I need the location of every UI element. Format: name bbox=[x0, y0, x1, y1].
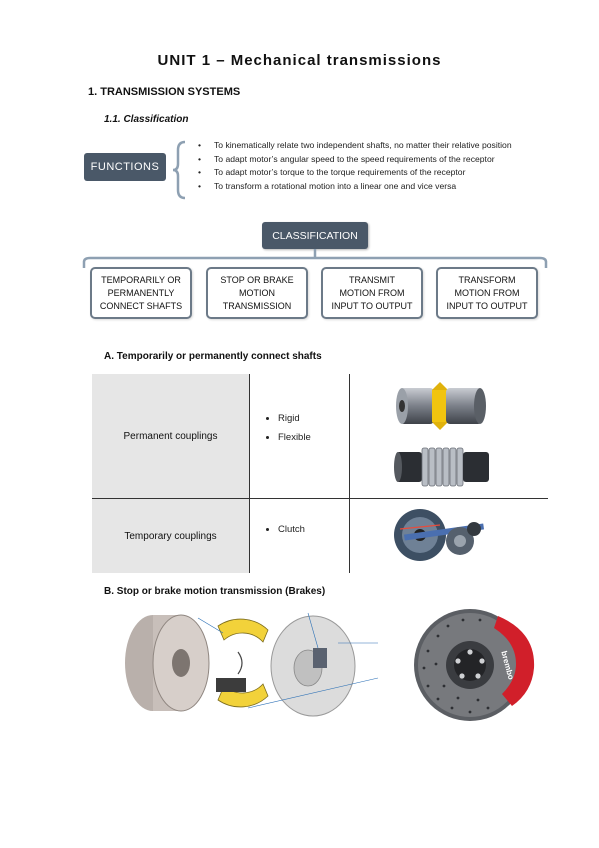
function-item: To kinematically relate two independent … bbox=[196, 139, 512, 153]
temporary-label-cell bbox=[92, 499, 249, 573]
list-item: Rigid bbox=[278, 413, 311, 424]
functions-list: To kinematically relate two independent … bbox=[196, 139, 512, 193]
function-item: To adapt motor’s torque to the torque re… bbox=[196, 166, 512, 180]
clutch-image bbox=[394, 509, 485, 561]
table-divider bbox=[92, 498, 548, 499]
category-brake-motion: STOP OR BRAKE MOTION TRANSMISSION bbox=[206, 267, 308, 319]
page-title: UNIT 1 – Mechanical transmissions bbox=[157, 52, 442, 69]
classification-box: CLASSIFICATION bbox=[262, 222, 368, 249]
flexible-coupling-image bbox=[394, 447, 489, 487]
permanent-couplings-label: Permanent couplings bbox=[123, 430, 218, 442]
disc-brake-image bbox=[414, 609, 535, 721]
section-a-heading: A. Temporarily or permanently connect sh… bbox=[104, 351, 322, 362]
drum-brake-diagram bbox=[125, 612, 379, 717]
list-item: Clutch bbox=[278, 524, 305, 535]
section-b-heading: B. Stop or brake motion transmission (Br… bbox=[104, 586, 326, 597]
table-divider bbox=[349, 374, 350, 573]
brace-icon bbox=[172, 140, 186, 200]
category-transmit-motion: TRANSMIT MOTION FROM INPUT TO OUTPUT bbox=[321, 267, 423, 319]
function-item: To transform a rotational motion into a … bbox=[196, 180, 512, 194]
permanent-label-cell bbox=[92, 374, 249, 498]
temporary-couplings-label: Temporary couplings bbox=[124, 530, 217, 542]
category-connect-shafts: TEMPORARILY OR PERMANENTLY CONNECT SHAFT… bbox=[90, 267, 192, 319]
functions-box: FUNCTIONS bbox=[84, 153, 166, 181]
tree-connector bbox=[82, 249, 548, 268]
category-transform-motion: TRANSFORM MOTION FROM INPUT TO OUTPUT bbox=[436, 267, 538, 319]
table-divider bbox=[249, 374, 250, 573]
section-heading: 1. TRANSMISSION SYSTEMS bbox=[88, 86, 241, 98]
temporary-coupling-list: Clutch bbox=[248, 524, 305, 543]
list-item: Flexible bbox=[278, 432, 311, 443]
subsection-heading: 1.1. Classification bbox=[104, 114, 189, 125]
permanent-coupling-list: Rigid Flexible bbox=[248, 413, 311, 451]
function-item: To adapt motor’s angular speed to the sp… bbox=[196, 153, 512, 167]
rigid-coupling-image bbox=[396, 382, 486, 430]
